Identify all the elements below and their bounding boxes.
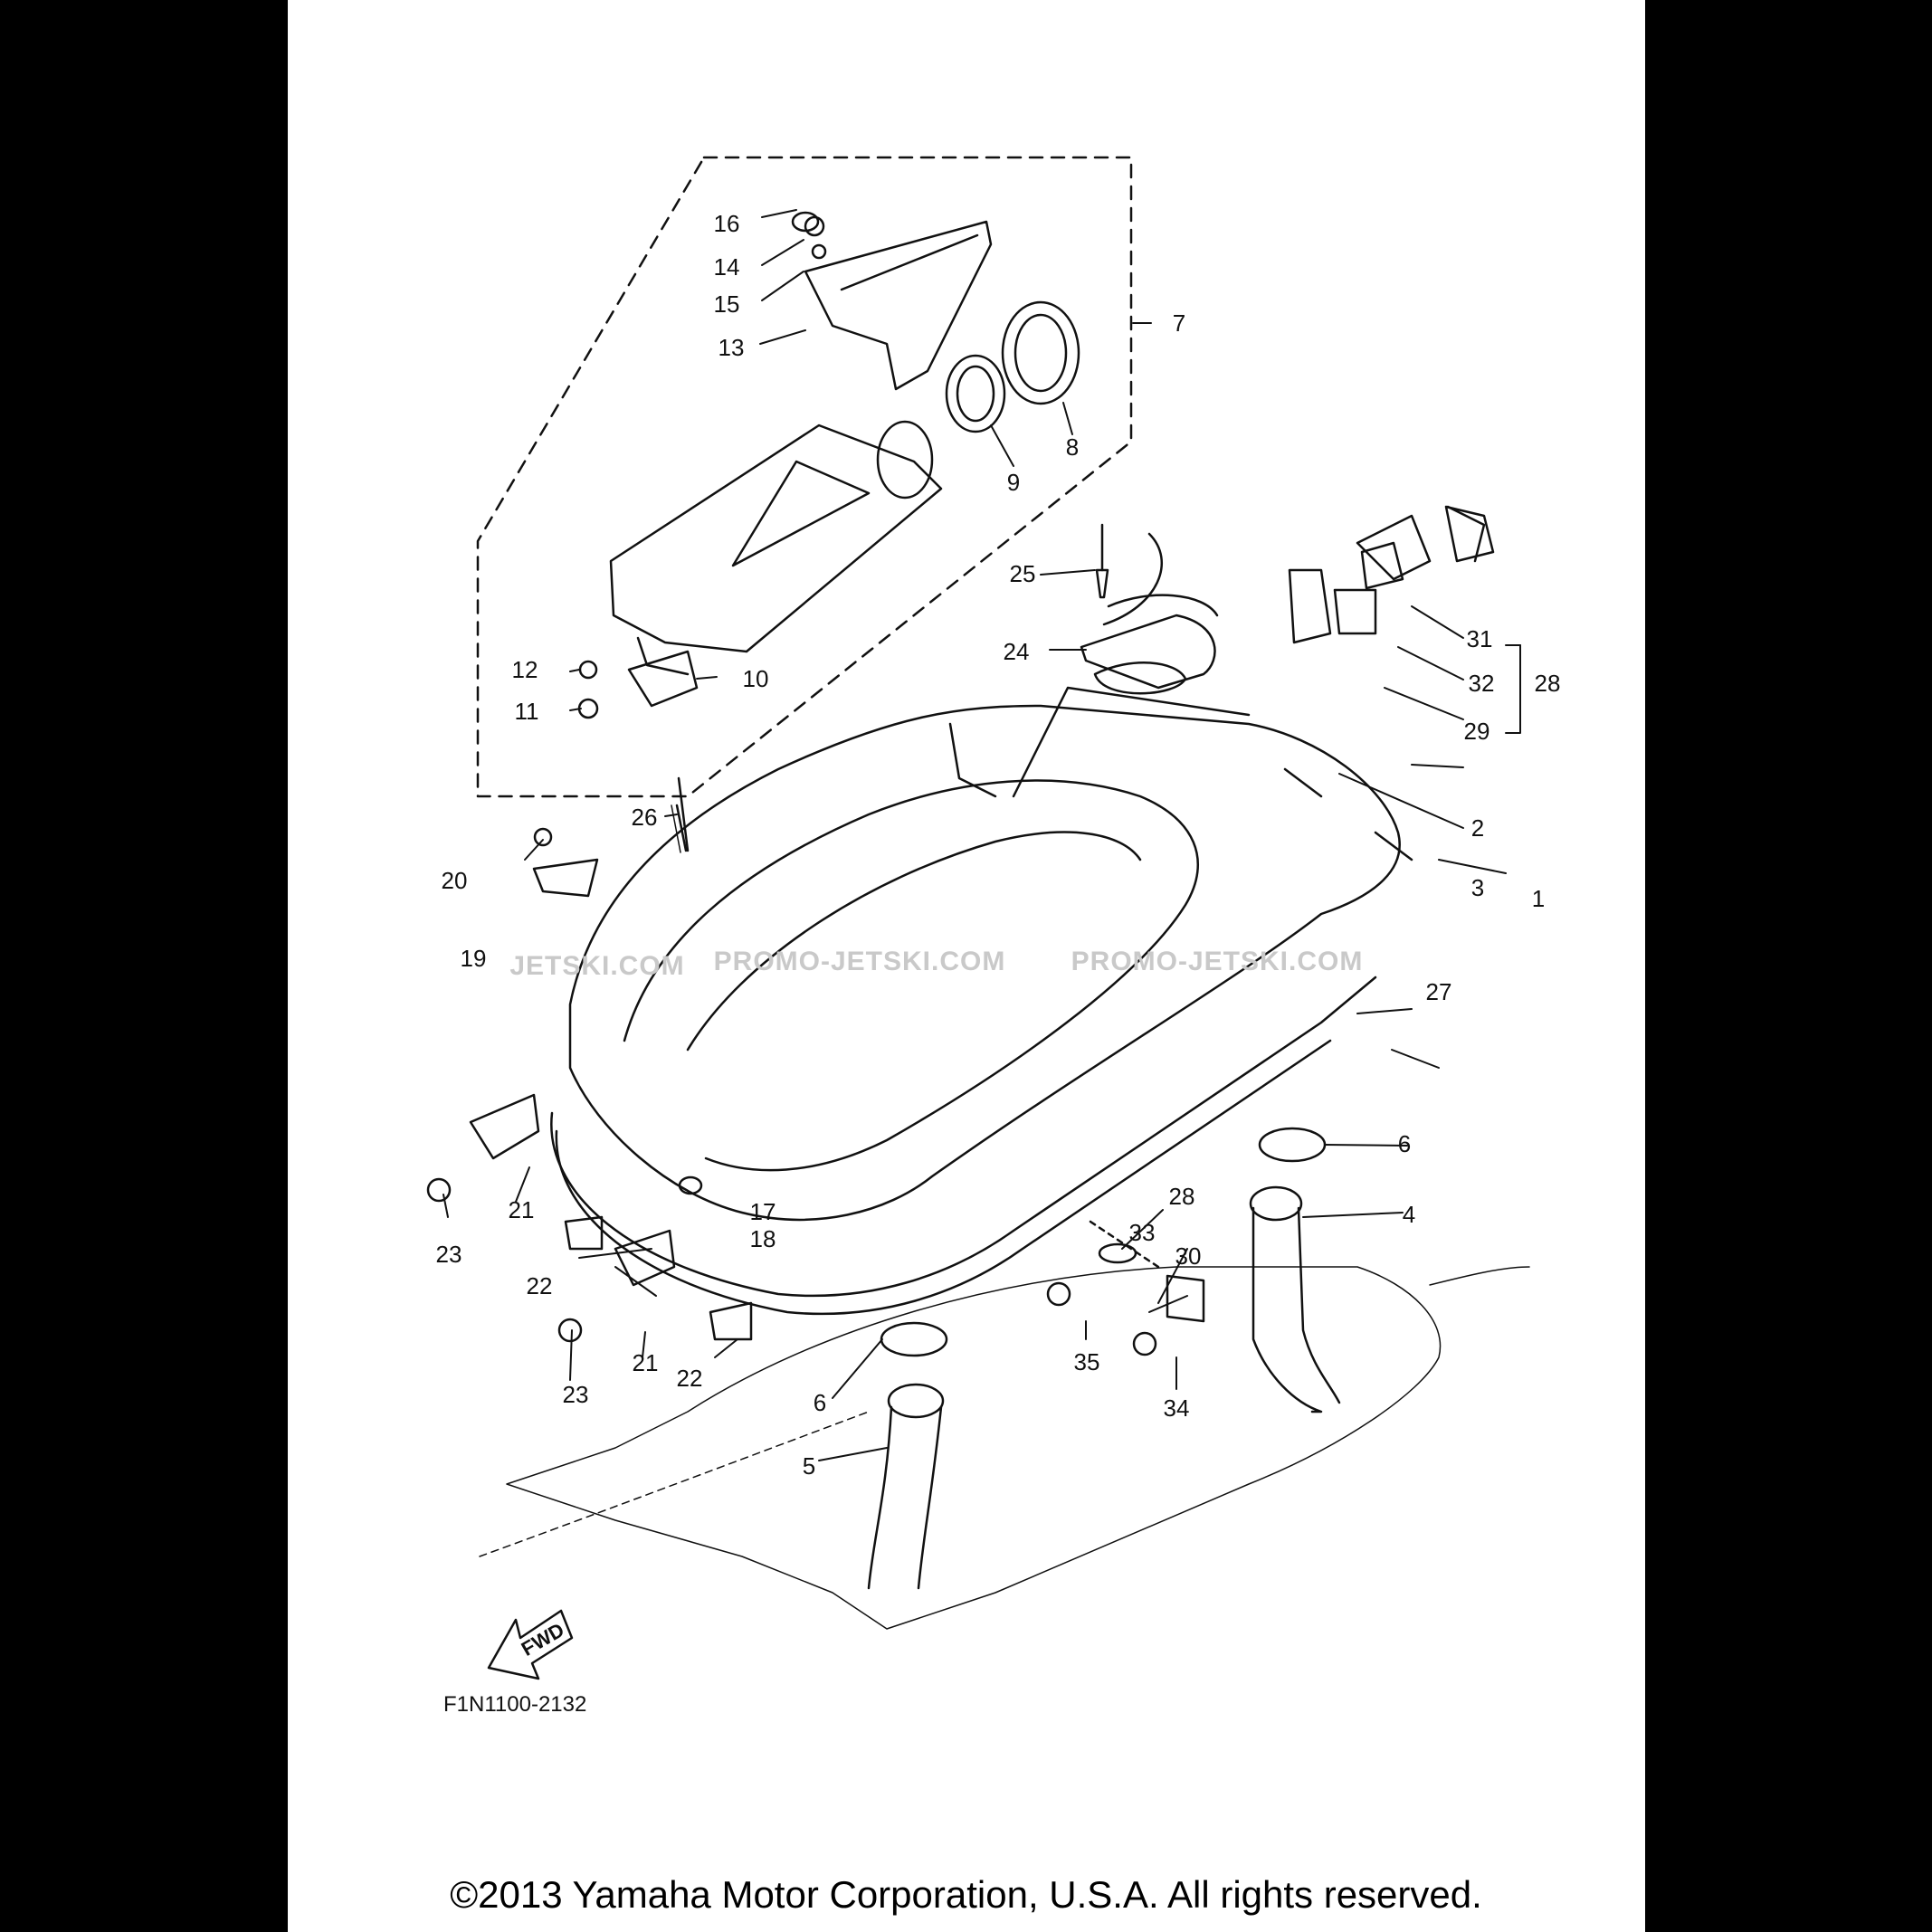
assembly-7-boundary — [476, 156, 1133, 798]
callout-33: 33 — [1128, 1219, 1156, 1246]
hull-outline — [479, 976, 1530, 1630]
pin-25 — [1095, 523, 1109, 599]
callout-22-right: 22 — [676, 1365, 703, 1392]
callout-17: 17 — [749, 1198, 776, 1225]
callout-34: 34 — [1163, 1394, 1190, 1422]
callout-23-right: 23 — [562, 1381, 589, 1408]
watermark-1: JETSKI.COM — [509, 951, 685, 981]
callout-20: 20 — [441, 867, 468, 894]
callout-26: 26 — [631, 804, 658, 831]
hatch-cover — [568, 686, 1401, 1222]
hardware-parts — [532, 211, 1495, 898]
callout-35: 35 — [1073, 1348, 1100, 1375]
clamp-6-upper — [1258, 1127, 1327, 1163]
callout-32: 32 — [1468, 670, 1495, 697]
ring-8 — [1001, 300, 1080, 405]
fwd-arrow-icon — [487, 1609, 574, 1680]
callout-3: 3 — [1470, 874, 1485, 901]
figure-code: F1N1100-2132 — [443, 1692, 587, 1717]
callout-27: 27 — [1425, 978, 1452, 1005]
leader-lines — [443, 209, 1521, 1461]
callout-11: 11 — [514, 698, 539, 725]
hose-5 — [867, 1383, 945, 1590]
callout-23-left: 23 — [435, 1241, 462, 1268]
callout-21-right: 21 — [632, 1349, 659, 1376]
callout-13: 13 — [718, 334, 745, 361]
callout-1: 1 — [1531, 885, 1546, 912]
callout-4: 4 — [1402, 1201, 1416, 1228]
ring-9 — [945, 354, 1006, 433]
diagram-sheet — [288, 0, 1645, 1932]
watermark-3: PROMO-JETSKI.COM — [1071, 947, 1364, 976]
hose-4 — [1249, 1185, 1341, 1413]
seal-strip-26 — [671, 804, 688, 853]
callout-7: 7 — [1172, 309, 1186, 337]
callout-14: 14 — [713, 253, 740, 281]
callout-30: 30 — [1175, 1242, 1202, 1270]
copyright-notice: ©2013 Yamaha Motor Corporation, U.S.A. A… — [450, 1873, 1482, 1916]
clamp-6-lower — [880, 1321, 948, 1357]
callout-18: 18 — [749, 1225, 776, 1252]
callout-12: 12 — [511, 656, 538, 683]
hinge-parts — [426, 1093, 1205, 1356]
handle-24 — [1080, 594, 1219, 690]
callout-24: 24 — [1003, 638, 1030, 665]
callout-10: 10 — [742, 665, 769, 692]
callout-28-upper: 28 — [1534, 670, 1561, 697]
bracket-13 — [804, 220, 993, 391]
callout-16: 16 — [713, 210, 740, 237]
watermark-2: PROMO-JETSKI.COM — [713, 947, 1006, 976]
callout-29: 29 — [1463, 718, 1490, 745]
callout-15: 15 — [713, 290, 740, 318]
rear-hinge-parts — [1333, 505, 1486, 635]
callout-2: 2 — [1470, 814, 1485, 842]
callout-8: 8 — [1065, 433, 1080, 461]
callout-21-left: 21 — [508, 1196, 535, 1223]
callout-31: 31 — [1466, 625, 1493, 652]
callout-19: 19 — [460, 945, 487, 972]
air-box — [609, 420, 943, 676]
callout-5: 5 — [802, 1452, 816, 1480]
callout-6-upper: 6 — [1397, 1130, 1412, 1157]
callout-9: 9 — [1006, 469, 1021, 496]
callout-6-lower: 6 — [813, 1389, 827, 1416]
callout-22-left: 22 — [526, 1272, 553, 1299]
callout-28-lower: 28 — [1168, 1183, 1195, 1210]
callout-25: 25 — [1009, 560, 1036, 587]
